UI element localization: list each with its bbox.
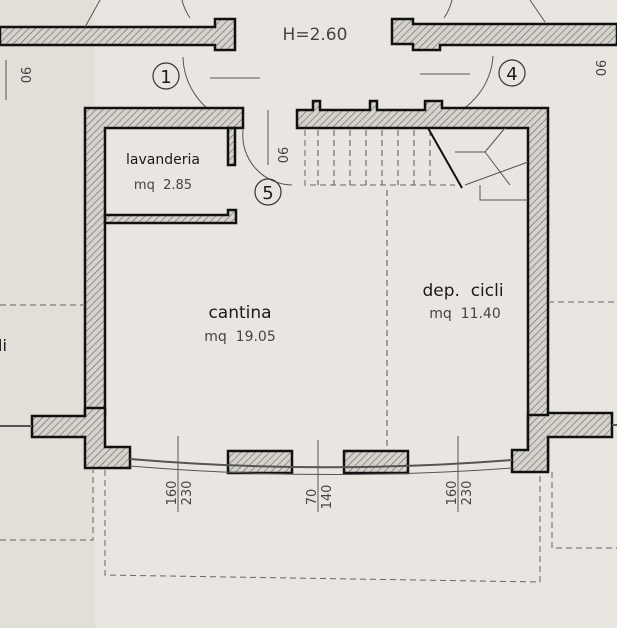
stairs-upper bbox=[84, 0, 546, 28]
window-pier-1 bbox=[226, 449, 294, 475]
staircase bbox=[304, 127, 529, 450]
window-dimension-2: 70 140 bbox=[305, 485, 335, 510]
marker-5: 5 bbox=[254, 178, 282, 206]
marker-4: 4 bbox=[498, 59, 526, 87]
svg-text:160: 160 bbox=[165, 481, 180, 506]
wall-lavanderia-right bbox=[226, 126, 237, 167]
marker-1: 1 bbox=[152, 62, 180, 90]
wall-top-left bbox=[0, 17, 237, 52]
paper-shade bbox=[0, 0, 95, 628]
window-dimension-1: 160 230 bbox=[165, 481, 195, 506]
terrace-outline bbox=[104, 470, 541, 583]
pier-bottom-right bbox=[510, 411, 614, 474]
svg-text:160: 160 bbox=[445, 481, 460, 506]
svg-text:230: 230 bbox=[460, 481, 475, 506]
partial-room-label: li bbox=[0, 336, 7, 355]
svg-text:140: 140 bbox=[320, 485, 335, 510]
svg-text:70: 70 bbox=[305, 489, 320, 506]
wall-top-right bbox=[390, 17, 617, 52]
wall-lavanderia-bottom bbox=[103, 208, 238, 225]
window-dimension-3: 160 230 bbox=[445, 481, 475, 506]
door-width-4: 90 bbox=[592, 60, 607, 77]
door-width-5: 90 bbox=[274, 147, 289, 164]
svg-text:4: 4 bbox=[506, 64, 517, 85]
room-area-lavanderia: mq 2.85 bbox=[134, 178, 192, 193]
ceiling-height-label: H=2.60 bbox=[283, 25, 348, 45]
svg-text:1: 1 bbox=[160, 67, 171, 88]
door-width-1: 90 bbox=[17, 67, 32, 84]
room-area-cantina: mq 19.05 bbox=[204, 329, 276, 345]
neighbour-outline-right bbox=[551, 472, 617, 549]
window-pier-2 bbox=[342, 449, 410, 475]
svg-text:5: 5 bbox=[262, 183, 273, 204]
svg-text:230: 230 bbox=[180, 481, 195, 506]
room-area-dep-cicli: mq 11.40 bbox=[429, 306, 501, 322]
room-name-dep-cicli: dep. cicli bbox=[422, 281, 503, 301]
neighbour-outline-left bbox=[0, 470, 94, 541]
room-name-cantina: cantina bbox=[208, 303, 271, 323]
window-lines bbox=[0, 60, 617, 512]
room-name-lavanderia: lavanderia bbox=[126, 152, 200, 168]
pier-bottom-left bbox=[30, 406, 132, 470]
